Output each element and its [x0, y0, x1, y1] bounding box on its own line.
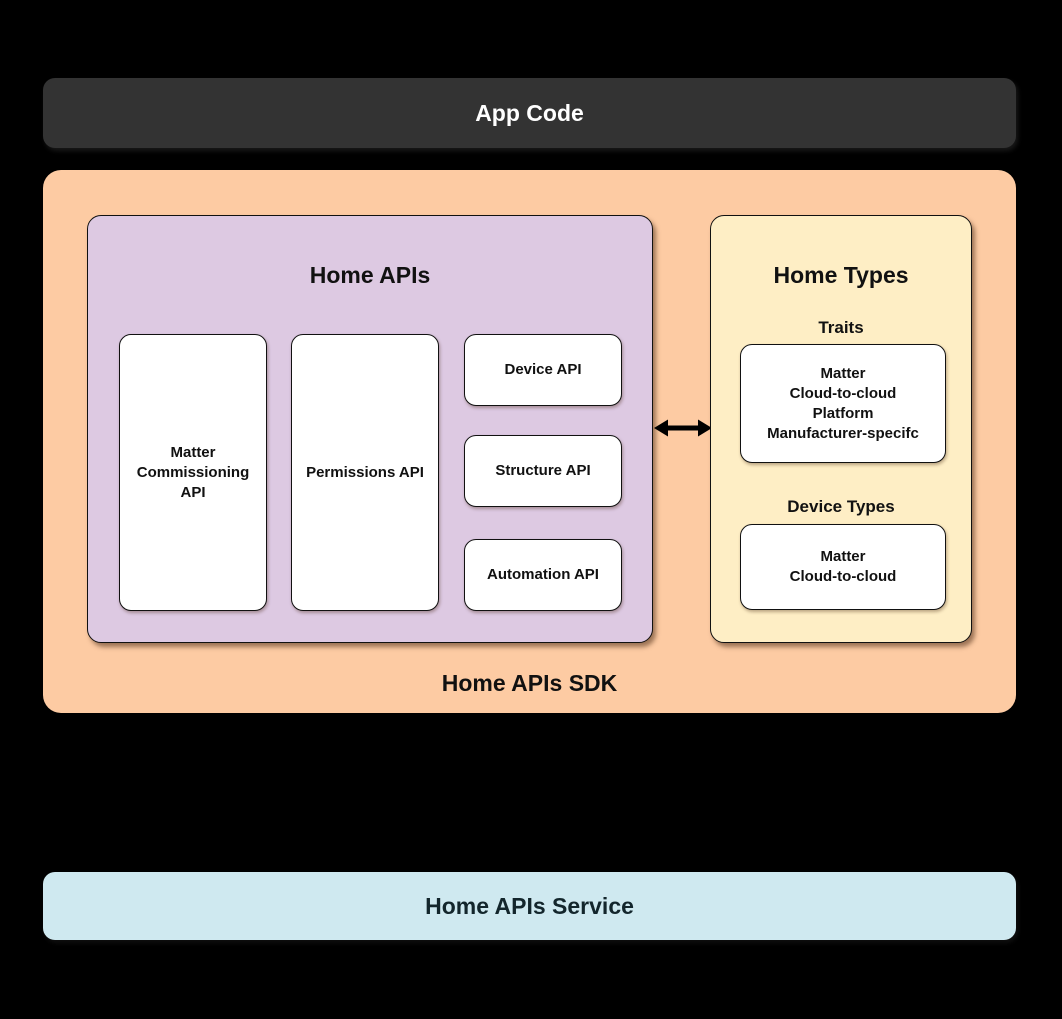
matter-commissioning-api-card: Matter Commissioning API: [119, 334, 267, 611]
device-types-label: Device Types: [787, 497, 895, 516]
automation-api-card: Automation API: [464, 539, 622, 611]
permissions-api-card: Permissions API: [291, 334, 439, 611]
device-types-card: Matter Cloud-to-cloud: [740, 524, 946, 610]
bidirectional-arrow-icon: [653, 416, 713, 440]
traits-card: Matter Cloud-to-cloud Platform Manufactu…: [740, 344, 946, 463]
device-api-card: Device API: [464, 334, 622, 406]
home-apis-sdk-label: Home APIs SDK: [441, 670, 618, 696]
home-apis-service-label: Home APIs Service: [425, 892, 634, 919]
home-types-panel: Home Types Traits Matter Cloud-to-cloud …: [710, 215, 972, 643]
home-apis-sdk-box: Home APIs Matter Commissioning API Permi…: [43, 170, 1016, 713]
home-types-title: Home Types: [773, 262, 909, 288]
home-apis-service-box: Home APIs Service: [43, 872, 1016, 940]
home-apis-panel: Home APIs Matter Commissioning API Permi…: [87, 215, 653, 643]
structure-api-card: Structure API: [464, 435, 622, 507]
traits-label: Traits: [818, 318, 864, 337]
app-code-label: App Code: [475, 99, 584, 126]
home-apis-title: Home APIs: [309, 262, 431, 288]
app-code-box: App Code: [43, 78, 1016, 148]
